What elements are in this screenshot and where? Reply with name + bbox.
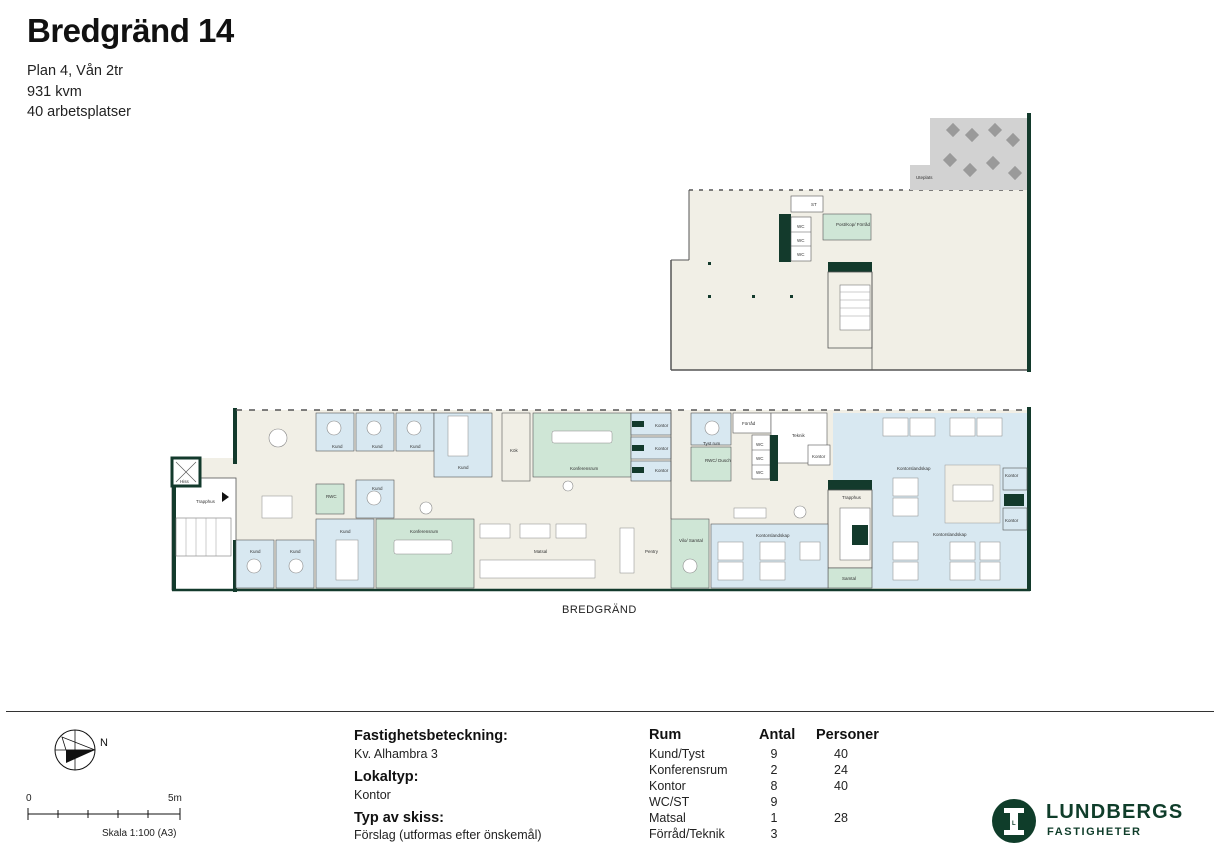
logo-mark: L	[1012, 821, 1016, 827]
workplaces: 40 arbetsplatser	[27, 104, 131, 120]
room-label: Konferensrum	[410, 529, 439, 534]
table-cell-rum: Matsal	[649, 811, 686, 825]
wc-label: WC	[797, 252, 805, 257]
room-label: RWC/ Dusch	[705, 458, 731, 463]
upper-wing-notch	[671, 190, 689, 260]
room-label: Pentry	[645, 549, 659, 554]
scale-label: Skala 1:100 (A3)	[102, 828, 177, 839]
lokaltyp-value: Kontor	[354, 788, 391, 802]
room-label: Kök	[510, 448, 519, 453]
plan-level: Plan 4, Vån 2tr	[27, 63, 123, 79]
room-label: Kund	[340, 529, 351, 534]
scale-zero: 0	[26, 793, 32, 804]
terrace	[930, 118, 1027, 190]
table-cell-rum: WC/ST	[649, 795, 690, 809]
room-label: Kund	[410, 444, 421, 449]
room-label: Kontor	[655, 423, 669, 428]
typ-value: Förslag (utformas efter önskemål)	[354, 828, 542, 842]
compass-icon	[54, 729, 96, 771]
room-label: Kund	[458, 465, 469, 470]
elevator-label: Hiss	[180, 479, 189, 484]
room-label: Teknik	[792, 433, 806, 438]
upper-wing-east-wall	[1027, 113, 1031, 372]
room-label: Tyst rum	[703, 441, 721, 446]
post-room-label: Post/Kop/ Förråd	[836, 221, 871, 227]
room-label: Kund	[250, 549, 261, 554]
lokaltyp-heading: Lokaltyp:	[354, 769, 419, 785]
wc-label: WC	[756, 442, 764, 447]
table-cell-antal: 9	[770, 795, 778, 809]
wc-label: WC	[797, 224, 805, 229]
table-cell-antal: 2	[770, 763, 778, 777]
wc-core-wall	[779, 214, 791, 262]
table-cell-personer: 24	[834, 763, 848, 777]
room-label: Kund	[372, 486, 383, 491]
post-room	[822, 213, 872, 241]
table-cell-antal: 3	[770, 827, 778, 841]
st-label: ST	[811, 202, 817, 207]
room-label: Matsal	[534, 549, 547, 554]
room-label: Förråd	[742, 420, 756, 426]
wc-label: WC	[756, 470, 764, 475]
lundbergs-logo-icon: L	[992, 799, 1036, 843]
table-cell-personer: 40	[834, 747, 848, 761]
table-header-personer: Personer	[816, 727, 879, 743]
logo-name: LUNDBERGS	[1046, 801, 1184, 823]
room-label: Kontorslandskap	[756, 533, 790, 538]
table-cell-personer: 28	[834, 811, 848, 825]
street-label: BREDGRÄND	[562, 604, 637, 616]
stair-label: Trapphus	[196, 499, 216, 504]
table-cell-antal: 8	[770, 779, 778, 793]
page-title: Bredgränd 14	[27, 12, 234, 49]
logo-subname: FASTIGHETER	[1047, 826, 1142, 838]
room-label: Kontorslandskap	[933, 532, 967, 537]
room-label: Kund	[372, 444, 383, 449]
area: 931 kvm	[27, 84, 82, 100]
wc-label: WC	[797, 238, 805, 243]
room-label: Kund	[332, 444, 343, 449]
scale-five: 5m	[168, 793, 182, 804]
main-east-wall	[1027, 407, 1031, 591]
fastighet-heading: Fastighetsbeteckning:	[354, 728, 508, 744]
terrace-label: Uteplats	[916, 175, 933, 180]
room-label: RWC	[326, 494, 337, 499]
room-label: Konferensrum	[570, 466, 599, 471]
room-label: Kontor	[1005, 518, 1019, 523]
table-cell-antal: 1	[770, 811, 778, 825]
stair-label: Trapphus	[842, 495, 862, 500]
room-label: Vilo/ Samtal	[679, 538, 703, 543]
table-cell-antal: 9	[770, 747, 778, 761]
table-cell-rum: Förråd/Teknik	[649, 827, 725, 841]
table-cell-rum: Kund/Tyst	[649, 747, 705, 761]
room-label: Kontor	[655, 468, 669, 473]
room-label: Kontor	[812, 454, 826, 459]
divider	[6, 711, 1214, 712]
wc-label: WC	[756, 456, 764, 461]
room-label: Kontor	[1005, 473, 1019, 478]
table-cell-personer: 40	[834, 779, 848, 793]
room-label: Samtal	[842, 576, 856, 581]
table-cell-rum: Kontor	[649, 779, 686, 793]
scale-bar	[27, 808, 181, 820]
floor-plan: Uteplats ST WC WC WC Post/Kop/ Förråd Hi…	[170, 113, 1031, 592]
room-label: Kund	[290, 549, 301, 554]
table-cell-rum: Konferensrum	[649, 763, 728, 777]
north-label: N	[100, 737, 108, 749]
table-header-rum: Rum	[649, 727, 682, 743]
table-header-antal: Antal	[759, 727, 796, 743]
typ-heading: Typ av skiss:	[354, 810, 445, 826]
fastighet-value: Kv. Alhambra 3	[354, 747, 438, 761]
room-label: Kontorslandskap	[897, 466, 931, 471]
room-label: Kontor	[655, 446, 669, 451]
